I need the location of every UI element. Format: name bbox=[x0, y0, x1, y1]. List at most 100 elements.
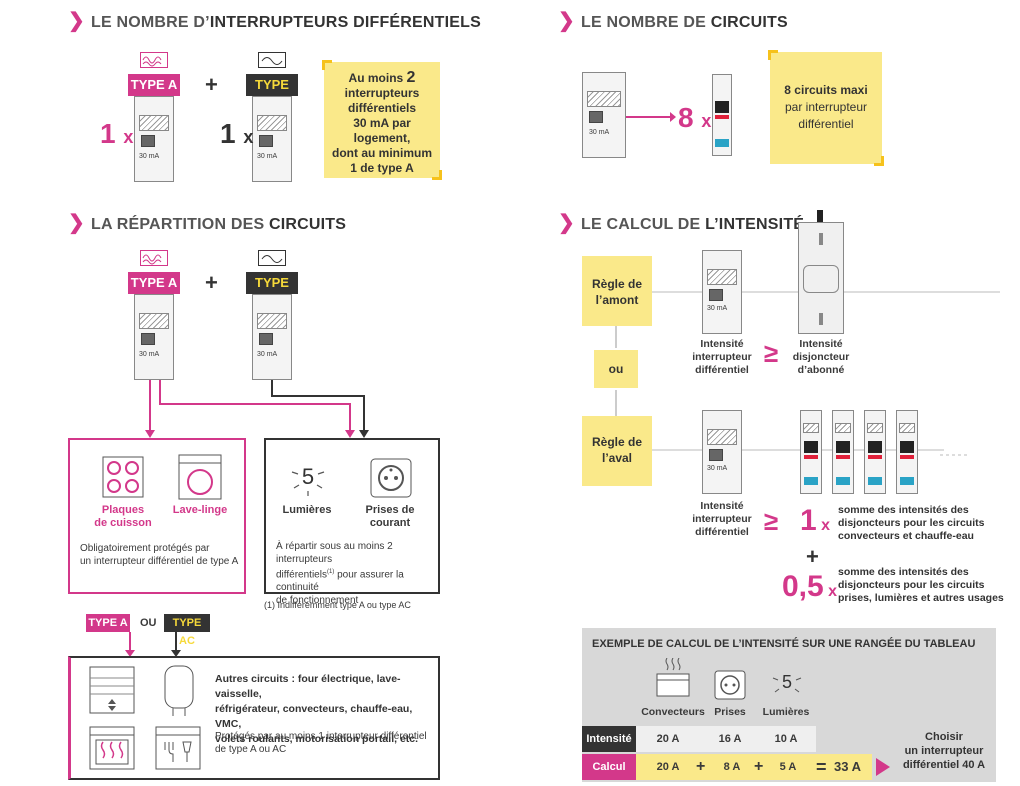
section-title-circuits: ❯ LE NOMBRE DE CIRCUITS bbox=[558, 8, 788, 33]
id-device-amont: 30 mA bbox=[702, 250, 742, 334]
disjoncteur-abonne bbox=[798, 222, 844, 334]
type-ac-device: 30 mA bbox=[252, 294, 292, 380]
note-max-circuits: 8 circuits maxi par interrupteur différe… bbox=[770, 52, 882, 164]
ou-badge: ou bbox=[594, 350, 638, 388]
shutter-icon bbox=[89, 666, 135, 714]
item-lave-linge: Lave-linge bbox=[172, 504, 228, 516]
cell-intensite-3: 10 A bbox=[774, 733, 798, 745]
water-heater-icon bbox=[164, 665, 194, 716]
corner-deco bbox=[432, 170, 442, 180]
title-prefix: LE NOMBRE D’ bbox=[90, 14, 210, 31]
cell-calcul-1: 20 A bbox=[656, 761, 680, 773]
id-device: 30 mA bbox=[582, 72, 626, 158]
total-value: 33 A bbox=[834, 759, 861, 774]
title-prefix: LE CALCUL DE bbox=[580, 216, 706, 233]
desc-prises: somme des intensités des disjoncteurs po… bbox=[838, 566, 1004, 604]
row-intensite: 20 A 16 A 10 A bbox=[636, 726, 816, 752]
col-prises: Prises bbox=[714, 706, 746, 718]
washing-machine-icon bbox=[178, 454, 222, 500]
ge-sign: ≥ bbox=[764, 338, 779, 368]
chevron-icon: ❯ bbox=[68, 10, 85, 32]
label-intensite-dj: Intensité disjoncteur d’abonné bbox=[792, 338, 850, 376]
type-a-count: 1 x bbox=[100, 118, 134, 149]
type-ac-symbol-icon bbox=[258, 250, 286, 266]
rule-aval: Règle de l’aval bbox=[582, 416, 652, 486]
dishwasher-icon bbox=[155, 726, 201, 770]
chevron-icon: ❯ bbox=[558, 212, 575, 234]
type-a-badge: TYPE A bbox=[128, 74, 180, 96]
equals-sign: = bbox=[816, 757, 827, 777]
label-intensite-id-aval: Intensité interrupteur différentiel bbox=[692, 500, 752, 538]
cell-calcul-2: 8 A bbox=[723, 761, 741, 773]
box-a-text: Obligatoirement protégés par un interrup… bbox=[80, 543, 239, 567]
title-highlight: L’INTENSITÉ bbox=[705, 216, 805, 233]
corner-deco bbox=[874, 156, 884, 166]
note-min-interrupteurs: Au moins 2 interrupteurs différentiels 3… bbox=[324, 62, 440, 178]
col-convecteurs: Convecteurs bbox=[641, 706, 705, 718]
id-device-aval: 30 mA bbox=[702, 410, 742, 494]
plus-sign: + bbox=[205, 270, 218, 295]
breaker-2 bbox=[832, 410, 854, 494]
cooktop-icon bbox=[102, 456, 144, 498]
row-calcul-label: Calcul bbox=[582, 754, 636, 780]
breaker-device bbox=[712, 74, 732, 156]
corner-deco bbox=[768, 50, 778, 60]
item-plaques: Plaques de cuisson bbox=[94, 504, 152, 529]
other-circuits-text: Protégés par au moins 1 interrupteur dif… bbox=[215, 731, 427, 755]
chevron-icon: ❯ bbox=[558, 10, 575, 32]
box-type-a-circuits: Plaques de cuisson Lave-linge Obligatoir… bbox=[68, 438, 246, 594]
svg-text:5: 5 bbox=[782, 672, 792, 692]
type-a-badge: TYPE A bbox=[128, 272, 180, 294]
cell-intensite-2: 16 A bbox=[718, 733, 742, 745]
title-highlight: CIRCUITS bbox=[269, 216, 347, 233]
oven-icon bbox=[89, 726, 135, 770]
light-icon: 5 bbox=[772, 672, 802, 693]
svg-text:5: 5 bbox=[302, 464, 314, 489]
arrow-right-icon bbox=[626, 112, 676, 122]
circuits-count: 8 x bbox=[678, 102, 712, 133]
row-calcul: 20 A + 8 A + 5 A = 33 A bbox=[636, 754, 872, 780]
item-prises: Prises de courant bbox=[365, 504, 415, 529]
type-a-device: 30 mA bbox=[134, 96, 174, 182]
conclusion: Choisir un interrupteur différentiel 40 … bbox=[902, 731, 986, 771]
convector-icon bbox=[656, 658, 690, 697]
ou-label: OU bbox=[140, 617, 157, 629]
type-ac-device: 30 mA bbox=[252, 96, 292, 182]
example-box: EXEMPLE DE CALCUL DE L’INTENSITÉ SUR UNE… bbox=[582, 628, 996, 782]
plus-sign: + bbox=[205, 72, 218, 97]
footnote: (1) Indifféremment type A ou type AC bbox=[264, 600, 411, 610]
breaker-4 bbox=[896, 410, 918, 494]
section-title-interrupteurs: ❯ LE NOMBRE D’INTERRUPTEURS DIFFÉRENTIELS bbox=[68, 8, 481, 33]
factor-half: 0,5 x bbox=[782, 570, 838, 603]
box-ac-text: À répartir sous au moins 2 interrupteurs… bbox=[276, 541, 404, 607]
socket-icon bbox=[370, 458, 412, 498]
type-a-badge: TYPE A bbox=[86, 614, 130, 632]
cell-intensite-1: 20 A bbox=[656, 733, 680, 745]
light-icon: 5 bbox=[291, 464, 325, 496]
title-prefix: LE NOMBRE DE bbox=[580, 14, 711, 31]
type-ac-badge: TYPE AC bbox=[164, 614, 210, 647]
section-title-calcul: ❯ LE CALCUL DE L’INTENSITÉ bbox=[558, 210, 804, 235]
box-type-ac-circuits: 5 Lumières Prises de courant À répartir … bbox=[264, 438, 440, 606]
socket-icon bbox=[714, 670, 746, 700]
box-other-circuits: Autres circuits : four électrique, lave-… bbox=[68, 656, 440, 780]
type-ac-symbol-icon bbox=[258, 52, 286, 68]
item-lumieres: Lumières bbox=[282, 504, 332, 516]
row-intensite-label: Intensité bbox=[582, 726, 636, 752]
type-a-device: 30 mA bbox=[134, 294, 174, 380]
arrow-right-icon bbox=[876, 758, 890, 776]
type-ac-count: 1 x bbox=[220, 118, 254, 149]
chevron-icon: ❯ bbox=[68, 212, 85, 234]
type-a-symbol-icon bbox=[140, 250, 168, 266]
breaker-1 bbox=[800, 410, 822, 494]
factor-one: 1 x bbox=[800, 504, 831, 537]
corner-deco bbox=[322, 60, 332, 70]
rule-amont: Règle de l’amont bbox=[582, 256, 652, 326]
title-highlight: INTERRUPTEURS DIFFÉRENTIELS bbox=[209, 14, 482, 31]
breaker-3 bbox=[864, 410, 886, 494]
title-highlight: CIRCUITS bbox=[710, 14, 788, 31]
type-a-symbol-icon bbox=[140, 52, 168, 68]
plus-sign-calc: + bbox=[806, 544, 819, 569]
plus-sign: + bbox=[696, 758, 706, 775]
